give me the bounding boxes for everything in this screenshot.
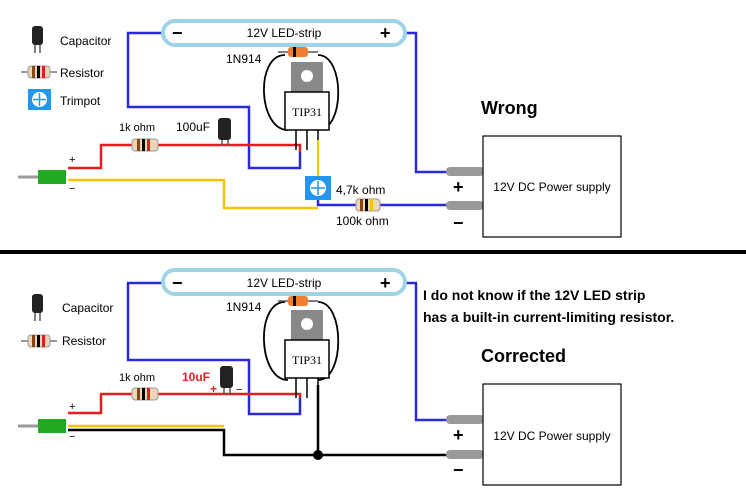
psu-minus-label: − xyxy=(453,213,464,233)
capacitor-top: 100uF xyxy=(176,118,231,146)
led-strip-label: 12V LED-strip xyxy=(247,26,322,40)
r1-label: 1k ohm xyxy=(119,372,155,384)
legend-capacitor-label: Capacitor xyxy=(60,34,111,48)
note-line-2: has a built-in current-limiting resistor… xyxy=(423,309,674,325)
legend-capacitor-label: Capacitor xyxy=(62,301,113,315)
legend-top: Capacitor Resistor Trimpot xyxy=(21,26,111,110)
psu-bottom: 12V DC Power supply + − xyxy=(446,383,622,486)
trimpot-label: 4,7k ohm xyxy=(336,183,385,197)
transistor-label: TIP31 xyxy=(292,105,322,119)
input-plus-label: + xyxy=(69,401,75,413)
cap-label: 10uF xyxy=(182,370,210,384)
cap-plus-label: + xyxy=(210,382,217,396)
note-line-1: I do not know if the 12V LED strip xyxy=(423,287,645,303)
resistor-icon xyxy=(21,334,57,348)
led-plus-label: + xyxy=(380,23,391,43)
led-plus-label: + xyxy=(380,273,391,293)
led-minus-label: − xyxy=(172,23,183,43)
transistor-bottom: TIP31 xyxy=(284,310,330,398)
resistor-icon xyxy=(21,65,57,79)
input-minus-label: − xyxy=(69,183,75,195)
legend-trimpot-label: Trimpot xyxy=(60,94,101,108)
legend-resistor-label: Resistor xyxy=(62,334,106,348)
led-strip-label: 12V LED-strip xyxy=(247,276,322,290)
wrong-title: Wrong xyxy=(481,98,538,118)
resistor-r1-bottom: 1k ohm xyxy=(119,372,159,401)
input-connector-bottom: + − xyxy=(18,401,75,443)
section-divider xyxy=(0,250,746,254)
psu-top: 12V DC Power supply + − xyxy=(446,135,622,238)
cap-label: 100uF xyxy=(176,120,210,134)
resistor-r2-top: 100k ohm xyxy=(336,198,389,228)
trimpot-icon xyxy=(28,89,51,110)
r1-label: 1k ohm xyxy=(119,122,155,134)
wires-top xyxy=(68,31,448,210)
r2-label: 100k ohm xyxy=(336,214,389,228)
led-minus-label: − xyxy=(172,273,183,293)
trimpot-top: 4,7k ohm xyxy=(305,176,385,200)
input-minus-label: − xyxy=(69,431,75,443)
psu-label: 12V DC Power supply xyxy=(493,180,610,194)
corrected-title: Corrected xyxy=(481,346,566,366)
psu-plus-label: + xyxy=(453,425,464,445)
input-connector-top: + − xyxy=(18,154,75,195)
legend-bottom: Capacitor Resistor xyxy=(21,294,113,348)
psu-label: 12V DC Power supply xyxy=(493,429,610,443)
transistor-top: TIP31 xyxy=(284,62,330,150)
cap-minus-label: − xyxy=(236,384,242,396)
capacitor-icon xyxy=(32,26,43,53)
diode-label: 1N914 xyxy=(226,52,262,66)
capacitor-bottom: 10uF + − xyxy=(182,366,242,396)
diode-label: 1N914 xyxy=(226,300,262,314)
legend-resistor-label: Resistor xyxy=(60,66,104,80)
led-strip-top: − 12V LED-strip + xyxy=(161,19,407,47)
diode-top: 1N914 xyxy=(226,47,318,66)
resistor-r1-top: 1k ohm xyxy=(119,122,159,152)
junction-dot xyxy=(313,450,323,460)
diode-bottom: 1N914 xyxy=(226,296,318,314)
led-strip-bottom: − 12V LED-strip + xyxy=(161,268,407,296)
transistor-label: TIP31 xyxy=(292,353,322,367)
input-plus-label: + xyxy=(69,154,75,166)
psu-plus-label: + xyxy=(453,177,464,197)
capacitor-icon xyxy=(32,294,43,321)
psu-minus-label: − xyxy=(453,460,464,480)
